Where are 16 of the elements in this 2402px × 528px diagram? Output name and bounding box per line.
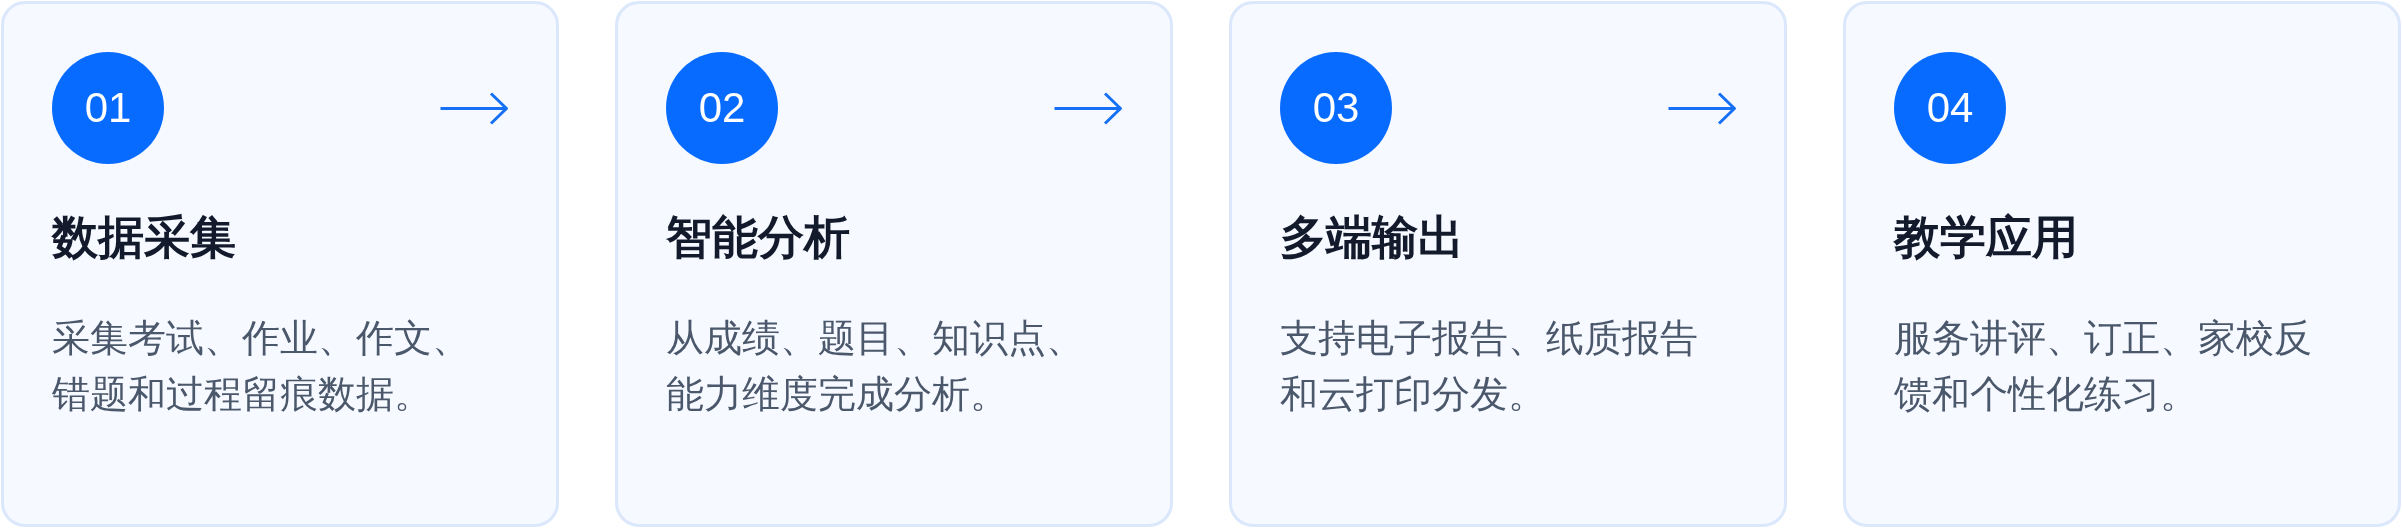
step-card — [1, 1, 559, 527]
number-circle: 04 — [1894, 52, 2006, 164]
step-card — [1843, 1, 2401, 527]
step-title: 智能分析 — [666, 210, 850, 265]
number-circle: 03 — [1280, 52, 1392, 164]
step-card — [615, 1, 1173, 527]
number-circle: 01 — [52, 52, 164, 164]
step-title: 多端输出 — [1280, 210, 1464, 265]
step-description: 采集考试、作业、作文、错题和过程留痕数据。 — [52, 315, 471, 418]
step-title: 数据采集 — [52, 210, 236, 265]
step-description: 服务讲评、订正、家校反馈和个性化练习。 — [1894, 315, 2313, 418]
number-circle: 02 — [666, 52, 778, 164]
step-title: 教学应用 — [1894, 210, 2078, 265]
step-description: 从成绩、题目、知识点、能力维度完成分析。 — [666, 315, 1085, 418]
step-description: 支持电子报告、纸质报告和云打印分发。 — [1280, 315, 1699, 418]
step-card — [1229, 1, 1787, 527]
